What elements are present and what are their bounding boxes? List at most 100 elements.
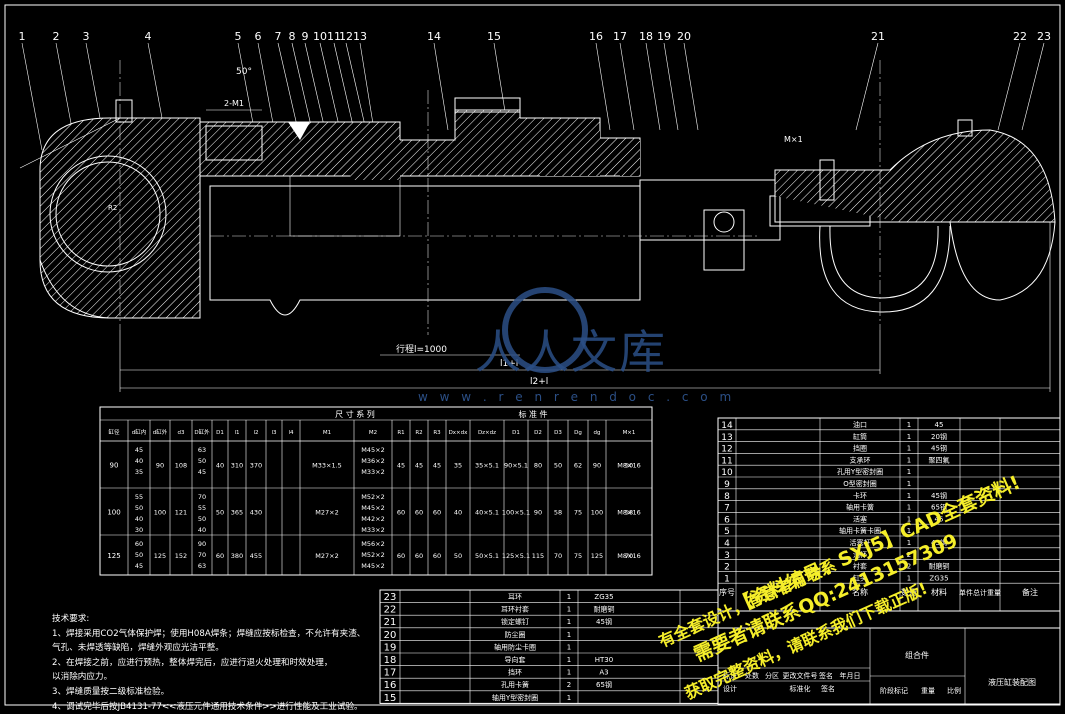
spec-header: dg (594, 430, 601, 436)
balloon-8: 8 (289, 30, 296, 43)
table-cell: 60 (433, 509, 441, 517)
bom-material: 聚四氟 (929, 455, 950, 464)
bom-no: 3 (724, 551, 730, 561)
bom-no: 12 (721, 445, 732, 455)
spec-header: D1 (512, 430, 520, 436)
table-cell: 30 (135, 526, 143, 534)
note-line: 1、焊接采用CO2气体保护焊；使用H08A焊条；焊缝应按标检查，不允许有夹渣、 (52, 628, 366, 639)
bom-no: 9 (724, 480, 730, 490)
table-cell: M33×2 (361, 468, 384, 476)
spec-header: D缸外 (194, 428, 210, 436)
watermark-url: w w w . r e n r e n d o c . c o m (418, 390, 736, 404)
bom-no: 2 (724, 563, 730, 573)
table-cell: 45 (397, 462, 405, 470)
stage-cell: 重量 (921, 687, 935, 695)
technical-requirements: 技术要求: 1、焊接采用CO2气体保护焊；使用H08A焊条；焊缝应按标检查，不允… (52, 612, 382, 714)
spec-header: R1 (397, 430, 404, 436)
spec-header: Dz×dz (478, 430, 496, 436)
bom-name: 耳环 (508, 593, 522, 601)
bom-material: 45钢 (931, 491, 947, 500)
spec-header: l4 (288, 430, 294, 436)
table-cell: 70 (625, 552, 633, 560)
bom-name: 孔用卡簧 (501, 680, 529, 689)
bom-name: 衬套 (853, 562, 867, 571)
table-cell: 50 (216, 509, 224, 517)
table-cell: 50×5.1 (475, 552, 499, 560)
table-cell: 60 (397, 552, 405, 560)
balloon-10: 10 (313, 30, 327, 43)
spec-bore: 125 (107, 552, 120, 560)
part-title: 组合件 (905, 650, 929, 660)
bom-header: 数量 (901, 587, 917, 597)
bom-qty: 1 (907, 574, 911, 582)
balloon-17: 17 (613, 30, 627, 43)
revision-header: 标记 (723, 671, 737, 680)
table-cell: 60 (397, 509, 405, 517)
cylinder-barrel (199, 97, 760, 316)
revision-header: 更改文件号 (783, 671, 818, 680)
table-cell: 45 (433, 462, 441, 470)
bom-material: 65钢 (931, 503, 947, 512)
bom-name: 活塞 (853, 514, 867, 523)
table-cell: 100×5.1 (502, 509, 530, 517)
balloon-14: 14 (427, 30, 441, 43)
spec-header: D2 (534, 430, 542, 436)
table-cell: 50 (454, 552, 462, 560)
eye-label: R2 (108, 204, 117, 212)
table-cell: 125×5.1 (502, 552, 530, 560)
bom-name: 油杯 (853, 550, 867, 559)
bom-qty: 1 (567, 606, 571, 614)
table-cell: 70 (198, 493, 206, 501)
balloon-21: 21 (871, 30, 885, 43)
bom-qty: 1 (907, 539, 911, 547)
table-cell: 115 (532, 552, 544, 560)
title-block: 组合件液压缸装配图标记处数分区更改文件号签名年月日设计标准化签名阶段标记重量比例 (717, 627, 1061, 705)
table-cell: 58 (554, 509, 562, 517)
bom-name: 锁定螺钉 (501, 617, 529, 626)
table-cell: 310 (231, 462, 243, 470)
bom-no: 7 (724, 504, 730, 514)
bom-no: 11 (721, 456, 732, 466)
spec-header: l3 (271, 430, 277, 436)
dimensions: 行程l=1000 l1+l l2+l 50° 2-M1 M×1 (119, 67, 1051, 392)
bom-no: 19 (384, 642, 397, 653)
table-cell: 40 (454, 509, 462, 517)
spec-header: D3 (554, 430, 562, 436)
table-cell: 40 (198, 526, 206, 534)
balloon-18: 18 (639, 30, 653, 43)
mx-label: M×1 (784, 135, 803, 144)
table-cell: 40 (216, 462, 224, 470)
table-cell: 370 (250, 462, 262, 470)
table-cell: M45×2 (361, 562, 384, 570)
bom-qty: 1 (907, 504, 911, 512)
bom-material: 45钢 (931, 538, 947, 547)
bom-no: 4 (724, 539, 730, 549)
rod-end-eye (119, 60, 1056, 330)
bom-material: ZG35 (594, 593, 613, 601)
balloon-12: 12 (339, 30, 353, 43)
table-cell: 90 (156, 462, 164, 470)
balloon-9: 9 (302, 30, 309, 43)
table-cell: M8×16 (617, 462, 640, 470)
bom-no: 8 (724, 492, 730, 502)
bom-material: 20钢 (931, 432, 947, 441)
bom-no: 10 (721, 468, 733, 478)
bom-no: 21 (384, 617, 397, 628)
bom-no: 23 (384, 592, 397, 603)
stage-cell: 阶段标记 (880, 686, 908, 695)
table-cell: M42×2 (361, 515, 384, 523)
balloon-3: 3 (83, 30, 90, 43)
table-cell: 50 (135, 504, 143, 512)
bom-no: 14 (721, 421, 733, 431)
table-cell: 100 (591, 509, 603, 517)
bom-qty: 1 (567, 631, 571, 639)
angle-label: 50° (236, 67, 252, 77)
revision-header: 分区 (765, 671, 779, 680)
spec-title: 尺 寸 系 列 (335, 409, 375, 419)
bom-header: 备注 (1022, 587, 1038, 597)
table-cell: 45 (415, 462, 423, 470)
balloon-11: 11 (327, 30, 341, 43)
balloon-2: 2 (53, 30, 60, 43)
